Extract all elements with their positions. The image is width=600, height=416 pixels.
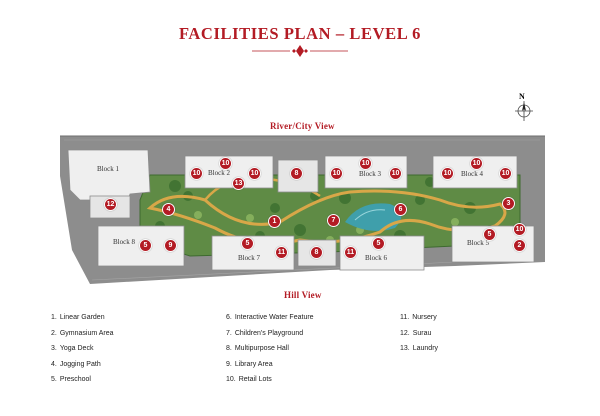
marker-jogging-path[interactable]: 4	[162, 203, 175, 216]
marker-retail-lots[interactable]: 10	[470, 157, 483, 170]
legend-item: 7.Children's Playground	[226, 329, 304, 337]
top-view-label: River/City View	[270, 121, 335, 131]
marker-retail-lots[interactable]: 10	[499, 167, 512, 180]
block-4-label: Block 4	[461, 170, 483, 178]
marker-surau[interactable]: 12	[104, 198, 117, 211]
marker-nursery[interactable]: 11	[275, 246, 288, 259]
block-5-label: Block 5	[467, 239, 489, 247]
block-7-label: Block 7	[238, 254, 260, 262]
block-1-building	[67, 149, 151, 201]
legend-item: 4.Jogging Path	[51, 360, 101, 368]
marker-gymnasium[interactable]: 2	[513, 239, 526, 252]
legend-item: 10.Retail Lots	[226, 376, 272, 383]
marker-laundry[interactable]: 13	[232, 177, 245, 190]
marker-preschool[interactable]: 5	[483, 228, 496, 241]
block-3-label: Block 3	[359, 170, 381, 178]
marker-linear-garden[interactable]: 1	[268, 215, 281, 228]
legend-item: 11.Nursery	[400, 314, 437, 321]
marker-retail-lots[interactable]: 10	[389, 167, 402, 180]
marker-library[interactable]: 9	[164, 239, 177, 252]
marker-retail-lots[interactable]: 10	[330, 167, 343, 180]
block-8-label: Block 8	[113, 238, 135, 246]
bottom-view-label: Hill View	[284, 290, 322, 300]
marker-retail-lots[interactable]: 10	[513, 223, 526, 236]
block-6-label: Block 6	[365, 254, 387, 262]
legend-item: 13.Laundry	[400, 345, 439, 352]
legend-item: 6.Interactive Water Feature	[226, 314, 314, 321]
marker-nursery[interactable]: 11	[344, 246, 357, 259]
water-feature	[345, 203, 402, 231]
marker-yoga-deck[interactable]: 3	[502, 197, 515, 210]
marker-water-feature[interactable]: 6	[394, 203, 407, 216]
compass-north-label: N	[519, 92, 525, 101]
legend-item: 3.Yoga Deck	[51, 345, 94, 352]
marker-preschool[interactable]: 5	[139, 239, 152, 252]
marker-retail-lots[interactable]: 10	[248, 167, 261, 180]
legend-item: 12.Surau	[400, 329, 432, 337]
marker-preschool[interactable]: 5	[372, 237, 385, 250]
marker-retail-lots[interactable]: 10	[219, 157, 232, 170]
title-ornament	[252, 45, 348, 57]
marker-preschool[interactable]: 5	[241, 237, 254, 250]
marker-multipurpose-hall[interactable]: 8	[310, 246, 323, 259]
legend-col-1: 1.Linear Garden 2.Gymnasium Area 3.Yoga …	[51, 314, 114, 392]
marker-retail-lots[interactable]: 10	[359, 157, 372, 170]
marker-childrens-playground[interactable]: 7	[327, 214, 340, 227]
legend-item: 8.Multipurpose Hall	[226, 345, 289, 352]
block-2-label: Block 2	[208, 169, 230, 177]
block-1-label: Block 1	[97, 165, 119, 173]
legend-col-3: 11.Nursery 12.Surau 13.Laundry	[400, 314, 438, 361]
marker-retail-lots[interactable]: 10	[190, 167, 203, 180]
legend-item: 2.Gymnasium Area	[51, 329, 114, 337]
marker-retail-lots[interactable]: 10	[441, 167, 454, 180]
legend-col-2: 6.Interactive Water Feature 7.Children's…	[226, 314, 314, 392]
legend-item: 5.Preschool	[51, 376, 91, 383]
marker-multipurpose-hall[interactable]: 8	[290, 167, 303, 180]
legend-item: 9.Library Area	[226, 360, 273, 368]
page-title: FACILITIES PLAN – LEVEL 6	[178, 24, 422, 43]
compass-icon	[515, 101, 533, 121]
legend-item: 1.Linear Garden	[51, 314, 105, 321]
